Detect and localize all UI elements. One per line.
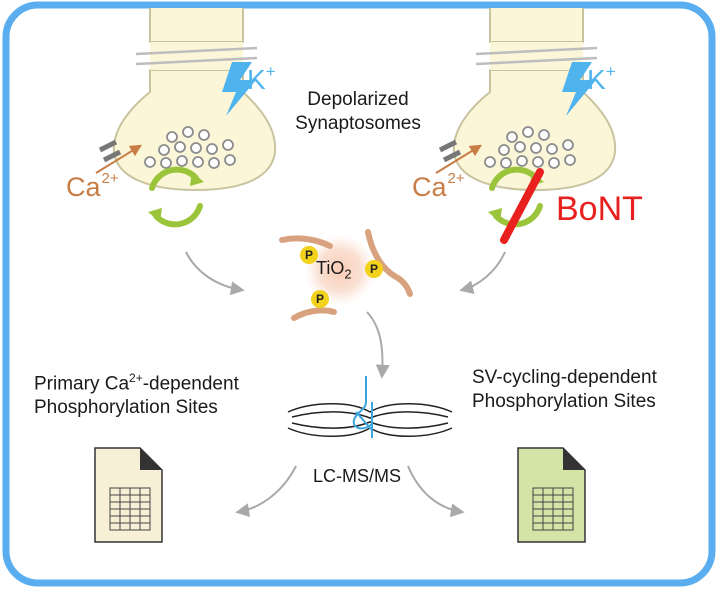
- flow-arrow-ms-to-right: [407, 465, 465, 518]
- right-cycle-icon: [489, 166, 543, 228]
- left-vesicles: [144, 126, 236, 169]
- left-calcium-label: Ca2+: [66, 170, 119, 203]
- primary-sites-document: [94, 447, 163, 543]
- primary-sites-label: Primary Ca2+-dependent Phosphorylation S…: [34, 366, 239, 420]
- right-vesicles: [484, 126, 576, 169]
- right-potassium-base: K: [587, 64, 606, 95]
- left-lightning-icon: [222, 62, 256, 116]
- right-calcium-channel: [435, 139, 483, 174]
- tio2-label: TiO2: [316, 258, 352, 282]
- bont-block-bar: [500, 168, 544, 244]
- left-potassium-label: K+: [247, 62, 276, 96]
- sv-cycling-sites-label: SV-cycling-dependent Phosphorylation Sit…: [472, 366, 657, 414]
- flow-arrow-ms-to-left: [235, 465, 297, 518]
- primary-dependent-text: -dependent: [142, 373, 239, 395]
- primary-sites-line-1: Primary Ca2+-dependent: [34, 366, 239, 396]
- primary-sites-line-2: Phosphorylation Sites: [34, 397, 218, 419]
- tio2-base: TiO: [316, 258, 345, 278]
- right-potassium-label: K+: [587, 62, 616, 96]
- flow-arrow-center-to-ms: [366, 311, 390, 379]
- right-calcium-label: Ca2+: [412, 170, 465, 203]
- tio2-sub: 2: [344, 266, 352, 282]
- phospho-groups: [300, 246, 383, 308]
- right-potassium-sup: +: [605, 62, 616, 81]
- mass-spec-beam: [352, 376, 373, 438]
- lcms-label: LC-MS/MS: [312, 466, 401, 486]
- right-calcium-influx-arrow: [435, 144, 483, 174]
- flow-arrow-left-to-center: [185, 251, 245, 296]
- left-cycle-icon: [149, 166, 203, 228]
- right-calcium-sup: 2+: [447, 170, 465, 187]
- right-lightning-icon: [562, 62, 596, 116]
- phospho-label-3: P: [315, 292, 324, 306]
- left-calcium-base: Ca: [66, 172, 101, 202]
- left-potassium-sup: +: [265, 62, 276, 81]
- phospho-label-2: P: [369, 262, 378, 276]
- phospho-label-1: P: [304, 248, 313, 262]
- primary-ca-text: Primary Ca: [34, 373, 130, 395]
- left-calcium-channel: [95, 139, 143, 174]
- sv-cycling-line-2: Phosphorylation Sites: [472, 391, 656, 412]
- sv-cycling-line-1: SV-cycling-dependent: [472, 367, 657, 388]
- left-calcium-sup: 2+: [101, 170, 119, 187]
- bont-label: BoNT: [556, 190, 643, 228]
- right-calcium-base: Ca: [412, 172, 447, 202]
- flow-arrow-right-to-center: [459, 251, 506, 295]
- mass-spec-icon: [287, 403, 453, 437]
- primary-ca-sup: 2+: [129, 371, 143, 385]
- depolarized-line-1: Depolarized: [307, 89, 409, 110]
- depolarized-line-2: Synaptosomes: [295, 113, 421, 134]
- left-potassium-base: K: [247, 64, 266, 95]
- sv-cycling-sites-document: [517, 447, 586, 543]
- left-calcium-influx-arrow: [95, 144, 143, 174]
- peptide-strands: [279, 229, 413, 321]
- tio2-bead: [304, 234, 376, 306]
- depolarized-synaptosomes-label: Depolarized Synaptosomes: [278, 88, 438, 136]
